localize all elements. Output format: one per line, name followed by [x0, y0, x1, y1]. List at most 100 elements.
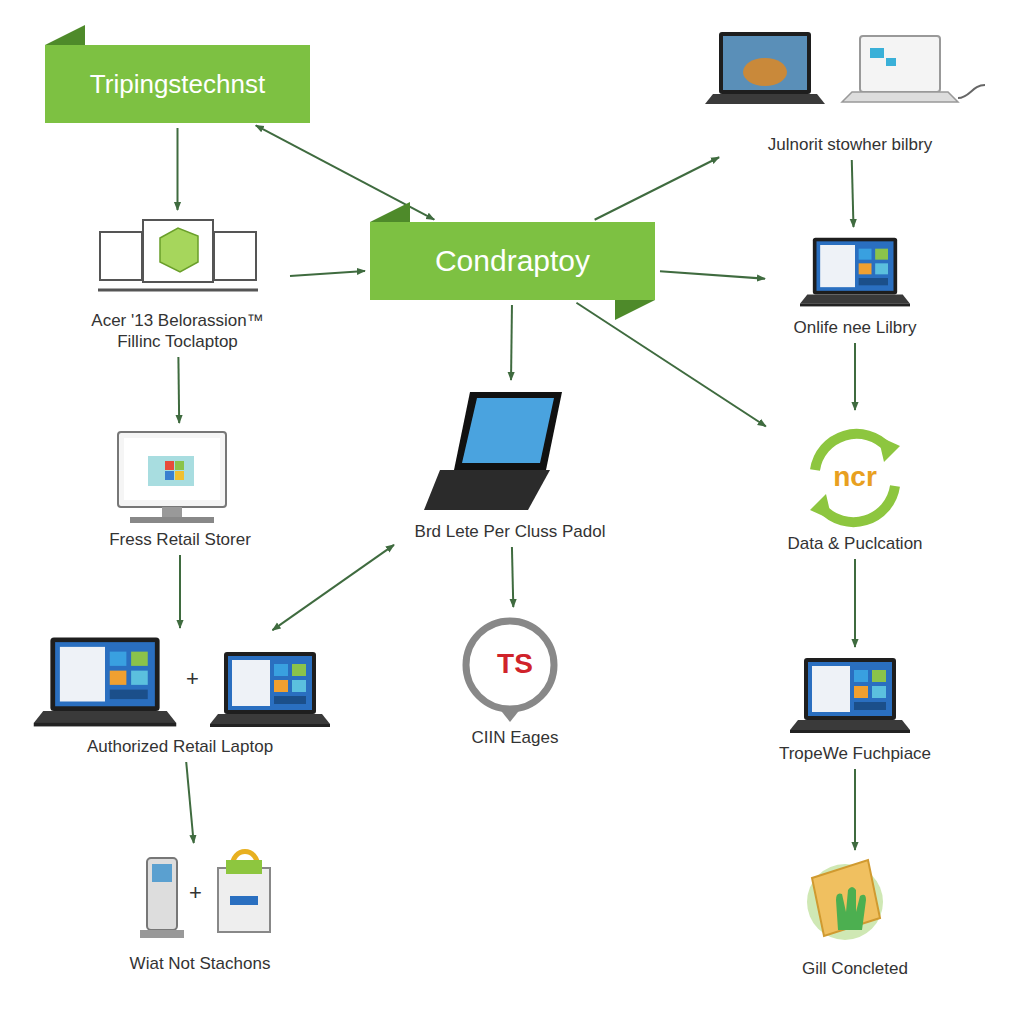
center-screen	[143, 220, 213, 282]
flow-arrow	[595, 157, 719, 220]
laptop-icon	[210, 652, 330, 727]
icon-area	[70, 215, 285, 307]
monitor-icon	[118, 432, 226, 523]
node-caption: Authorized Retail Laptop	[25, 736, 335, 757]
icon-node: Gill Concleted	[775, 855, 935, 979]
flow-arrow	[186, 762, 194, 843]
white-laptop-base	[842, 92, 958, 102]
flow-arrow	[512, 547, 513, 607]
node-caption: Brd Lete Per Cluss Padol	[395, 521, 625, 542]
banner-box: Tripingstechnst	[45, 45, 310, 123]
kiosk-screen	[152, 864, 172, 882]
icon-area: TS	[440, 612, 590, 724]
base-line	[98, 289, 258, 292]
monitor-stand	[162, 507, 182, 517]
laptop-base	[705, 94, 825, 104]
flow-arrow	[290, 271, 365, 276]
fold-corner	[615, 300, 655, 320]
sparkle	[870, 48, 884, 58]
node-caption: Acer '13 Belorassion™ Fillinc Toclaptop	[70, 310, 285, 352]
kiosk-bag-icon	[140, 852, 270, 939]
cable	[958, 85, 985, 98]
laptop-icon	[800, 238, 910, 307]
plus-sign: +	[186, 666, 199, 692]
icon-node: Authorized Retail Laptop	[25, 633, 335, 757]
laptop-base	[424, 470, 550, 510]
kiosk-base	[140, 930, 184, 938]
node-caption: Fress Retail Storer	[90, 529, 270, 550]
icon-node: Julnorit stowher bilbry	[700, 28, 1000, 155]
flow-arrow	[177, 357, 180, 423]
screen-panel	[148, 456, 194, 486]
tile	[175, 461, 184, 470]
banner-title: Tripingstechnst	[72, 69, 283, 100]
flow-arrow	[854, 769, 856, 850]
icon-node: ncrData & Puclcation	[770, 415, 940, 554]
icon-node: Onlife nee Lilbry	[770, 232, 940, 338]
photo-screen	[723, 36, 807, 90]
icon-area	[775, 855, 935, 955]
tilted-laptop-icon	[424, 392, 562, 510]
icon-area: ncr	[770, 415, 940, 530]
laptop-pair-icon	[705, 32, 985, 104]
cycle-arrowhead	[878, 436, 900, 462]
laptop-icon	[790, 658, 910, 733]
green-cube	[160, 228, 198, 272]
fold-corner	[45, 25, 85, 45]
flow-arrow	[510, 305, 513, 380]
folder	[812, 860, 880, 936]
node-caption: Gill Concleted	[775, 958, 935, 979]
flow-arrow	[854, 343, 856, 410]
bag-label	[230, 896, 258, 905]
folder-hand-icon	[807, 860, 883, 940]
sparkle	[886, 58, 896, 66]
icon-text: TS	[440, 648, 590, 680]
node-caption: Wiat Not Stachons	[110, 953, 290, 974]
monitor-frame	[118, 432, 226, 507]
icon-area	[770, 232, 940, 314]
screen-display	[462, 398, 554, 463]
node-caption: Data & Puclcation	[770, 533, 940, 554]
flow-arrow	[179, 555, 181, 628]
flow-arrow	[852, 160, 854, 227]
flow-arrow	[576, 303, 765, 427]
icon-area	[700, 28, 1000, 131]
kiosk	[147, 858, 177, 930]
icon-area	[770, 652, 940, 740]
icon-area	[395, 385, 625, 518]
cycle-arrowhead	[810, 494, 832, 520]
laptop-screen	[454, 392, 562, 470]
laptop-screen	[719, 32, 811, 94]
icon-node: Fress Retail Storer	[90, 428, 270, 550]
tile	[165, 461, 174, 470]
side-screen	[214, 232, 256, 280]
flow-arrow	[854, 559, 856, 647]
node-caption: CIIN Eages	[440, 727, 590, 748]
white-laptop-screen	[860, 36, 940, 92]
banner-title: Condraptoy	[417, 244, 608, 278]
icon-area	[90, 428, 270, 526]
banner-box: Condraptoy	[370, 222, 655, 300]
flow-arrow	[177, 128, 179, 210]
icon-node: TS CIIN Eages	[440, 612, 590, 748]
monitor-screen	[124, 438, 220, 500]
node-caption: Onlife nee Lilbry	[770, 317, 940, 338]
tile	[165, 471, 174, 480]
laptop-icon	[34, 637, 177, 726]
icon-node: Acer '13 Belorassion™ Fillinc Toclaptop	[70, 215, 285, 352]
hand	[836, 887, 866, 930]
icon-node: Brd Lete Per Cluss Padol	[395, 385, 625, 542]
icon-node: TropeWe Fuchpiace	[770, 652, 940, 764]
monitor-base	[130, 517, 214, 523]
bag-lid	[226, 860, 262, 874]
tile	[175, 471, 184, 480]
node-caption: TropeWe Fuchpiace	[770, 743, 940, 764]
fold-corner	[370, 202, 410, 222]
icon-area	[25, 633, 335, 733]
flow-arrow	[660, 271, 765, 278]
icon-node: Wiat Not Stachons	[110, 848, 290, 974]
bag	[218, 868, 270, 932]
side-screen	[100, 232, 142, 280]
